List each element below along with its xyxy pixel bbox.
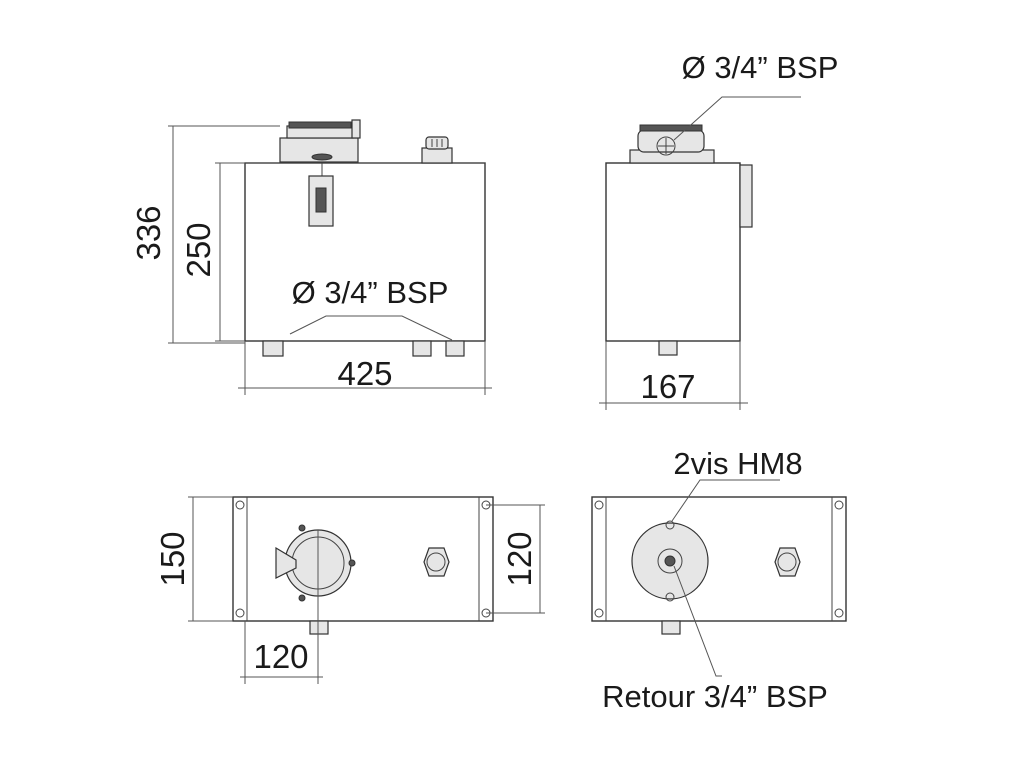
dim-side-width: 167 [640,368,695,405]
front-view [168,119,492,395]
label-front-port: Ø 3/4” BSP [292,275,449,310]
side-view [599,96,801,410]
side-tank-body [605,162,741,342]
label-side-port: Ø 3/4” BSP [682,50,839,85]
top-breather-plug [423,547,450,577]
front-breather [421,136,453,164]
bottom-drain-plug [774,547,801,577]
top-bottom-port [309,620,329,635]
dim-front-width: 425 [337,355,392,392]
front-filler-cap [279,119,361,163]
dim-front-height-total: 336 [130,205,167,260]
bottom-port [661,620,681,635]
bottom-view [591,479,847,677]
side-filler-cap [629,124,715,164]
front-bottom-ports [262,340,465,357]
dim-top-hole-spacing: 120 [501,531,538,586]
dim-front-height-body: 250 [180,222,217,277]
label-bottom-return: Retour 3/4” BSP [602,679,828,714]
front-tank-body [244,162,486,342]
label-bottom-screws: 2vis HM8 [673,446,802,481]
dim-top-port-offset: 120 [253,638,308,675]
side-bottom-port [658,340,678,356]
bottom-pump-flange [631,520,709,602]
top-view [188,496,545,684]
front-level-gauge [308,163,334,227]
dim-top-depth: 150 [154,531,191,586]
bottom-tank-body [591,496,847,622]
side-gauge-bulge [739,164,753,228]
top-tank-body [232,496,494,622]
